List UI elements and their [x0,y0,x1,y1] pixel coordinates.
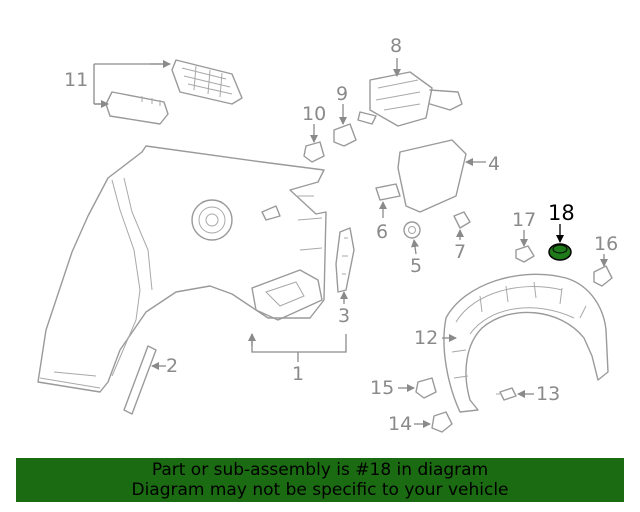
callout-15: 15 [370,377,394,399]
banner-line-1: Part or sub-assembly is #18 in diagram [151,460,489,480]
part-7-stopper [453,211,471,229]
part-11-bracket [105,59,243,125]
leader-1 [251,334,347,362]
callout-6: 6 [376,221,388,243]
callout-2: 2 [166,355,178,377]
part-6-label [375,183,401,201]
part-17-clip [515,245,535,263]
part-18-clip-highlighted [548,243,572,261]
callout-1: 1 [292,363,304,385]
part-1-quarter-panel [37,145,327,393]
info-banner: Part or sub-assembly is #18 in diagram D… [16,458,624,502]
callout-17: 17 [512,209,536,231]
leader-11 [93,63,168,105]
callout-7: 7 [454,241,466,263]
callout-3: 3 [338,305,350,327]
callout-13: 13 [536,383,560,405]
part-3-bracket [335,227,355,293]
callout-14: 14 [388,413,412,435]
callout-10: 10 [302,103,326,125]
part-4-fuel-door [397,139,467,213]
part-15-clip [415,377,437,399]
callout-4: 4 [488,153,500,175]
part-2-molding [123,345,157,415]
callout-11: 11 [64,69,88,91]
part-9-clip [333,123,357,147]
callout-9: 9 [336,83,348,105]
callout-16: 16 [594,233,618,255]
part-12-liner [443,273,609,413]
part-14-clip [431,411,453,433]
part-8-actuator [357,71,463,127]
callout-8: 8 [390,35,402,57]
callout-18: 18 [548,201,575,225]
banner-line-2: Diagram may not be specific to your vehi… [131,480,509,500]
part-5-bushing [403,221,421,239]
callout-12: 12 [414,327,438,349]
part-10-grommet [303,141,325,163]
part-16-clip [593,265,613,287]
callout-5: 5 [410,255,422,277]
part-13-screw [496,387,517,401]
